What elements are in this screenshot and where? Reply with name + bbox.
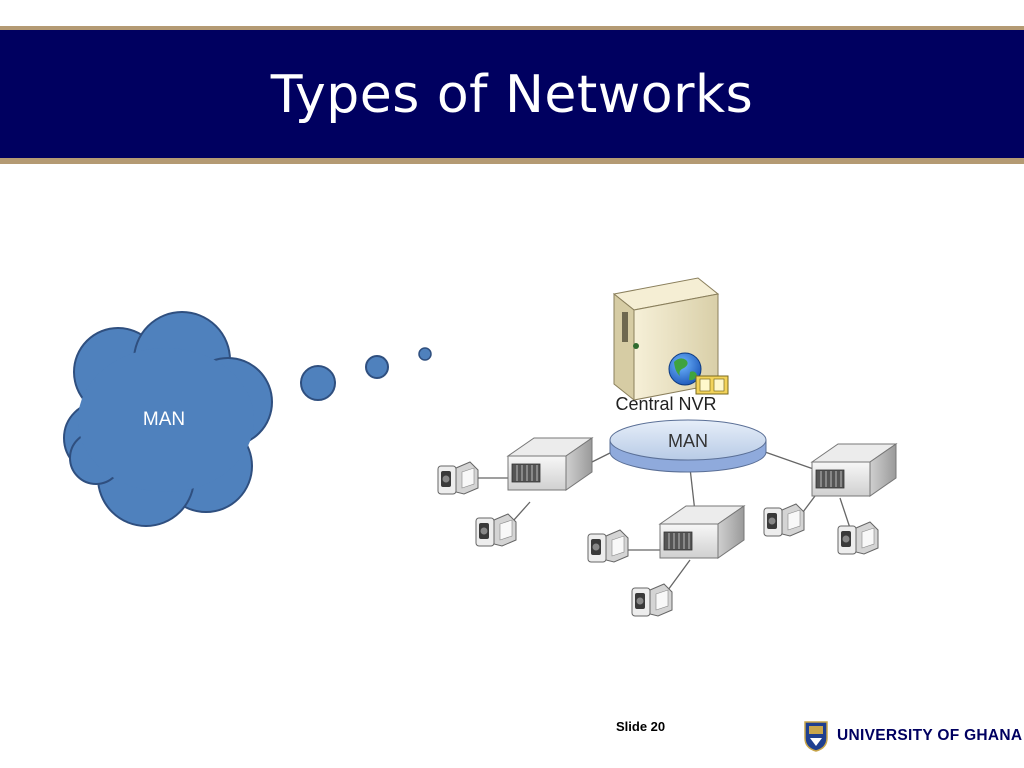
backbone-label: MAN: [668, 431, 708, 451]
university-logo: UNIVERSITY OF GHANA: [803, 720, 1022, 752]
camera-center-2: [631, 583, 673, 617]
crest-icon: [804, 721, 828, 752]
title-band: Types of Networks: [0, 30, 1024, 160]
recorder-left: [507, 437, 593, 491]
thought-bubble-medium: [365, 355, 389, 379]
thought-bubble-large: [300, 365, 336, 401]
man-thought-cloud: [63, 311, 273, 527]
camera-left-1: [437, 461, 479, 495]
header-bottom-rule: [0, 158, 1024, 164]
thought-bubble-small: [418, 347, 432, 361]
camera-center-1: [587, 529, 629, 563]
slide-title: Types of Networks: [270, 65, 754, 125]
man-backbone: [609, 419, 767, 473]
server-label: Central NVR: [615, 394, 716, 414]
recorder-right: [811, 443, 897, 497]
callout-label: MAN: [143, 409, 185, 430]
slide-number: Slide 20: [616, 719, 666, 734]
recorder-center: [659, 505, 745, 559]
header-top-rule: [0, 26, 1024, 32]
folder-icon: [695, 375, 729, 395]
camera-right-2: [837, 521, 879, 555]
university-name: UNIVERSITY OF GHANA: [837, 727, 1023, 744]
camera-left-2: [475, 513, 517, 547]
globe-icon: [668, 352, 702, 386]
camera-right-1: [763, 503, 805, 537]
